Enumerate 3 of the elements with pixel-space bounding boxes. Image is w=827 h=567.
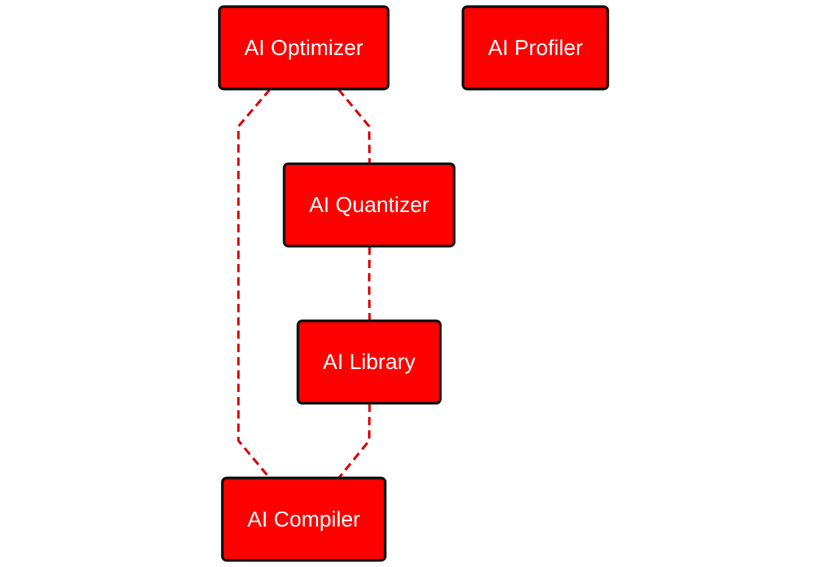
- connector: [368, 246, 371, 322]
- connector: [337, 404, 371, 480]
- connector: [337, 88, 371, 164]
